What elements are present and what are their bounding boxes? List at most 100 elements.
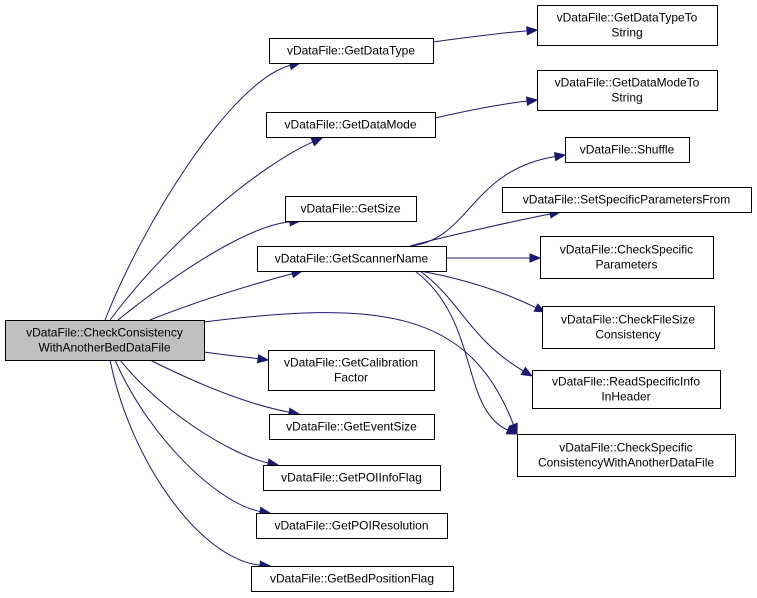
node-getDataType[interactable]: vDataFile::GetDataType (269, 38, 434, 64)
arrow-head (310, 137, 324, 147)
edge-line (104, 64, 292, 321)
arrow-head (526, 26, 539, 36)
arrow-head (553, 151, 567, 162)
edge-getScannerName-to-checkSpecificParams (445, 253, 542, 263)
node-label-line: vDataFile::SetSpecificParametersFrom (523, 193, 730, 207)
edge-line (203, 312, 515, 426)
edge-root-to-getPOIResolution (114, 359, 272, 517)
node-label-line: InHeader (601, 390, 650, 404)
node-box (268, 350, 435, 391)
node-label-line: vDataFile::CheckFileSize (561, 313, 695, 327)
edge-line (149, 272, 294, 321)
node-label-line: vDataFile::Shuffle (580, 143, 675, 157)
edge-line (109, 141, 314, 321)
edge-root-to-getDataMode (109, 137, 324, 321)
node-getBedPositionFlag[interactable]: vDataFile::GetBedPositionFlag (251, 566, 454, 592)
node-label-line: String (611, 91, 642, 105)
edge-line (432, 30, 529, 43)
edge-line (109, 359, 262, 566)
node-box (502, 187, 752, 213)
node-box (542, 306, 715, 349)
node-label-line: vDataFile::GetDataTypeTo (557, 11, 698, 25)
node-box (517, 434, 736, 477)
arrow-head (529, 253, 542, 263)
node-box (251, 566, 454, 592)
edge-line (119, 359, 270, 464)
node-label-line: vDataFile::GetEventSize (286, 420, 417, 434)
node-label-line: vDataFile::CheckConsistency (26, 326, 183, 340)
edge-getScannerName-to-readSpecificInfo (419, 270, 534, 377)
node-box (565, 137, 690, 163)
edge-root-to-getScannerName (149, 269, 304, 321)
node-label-line: String (611, 26, 642, 40)
node-label-line: vDataFile::GetDataModeTo (555, 76, 700, 90)
edge-root-to-getCalibration (203, 351, 270, 364)
node-box (269, 38, 434, 64)
node-box (5, 320, 205, 361)
node-checkSpecificConsistency[interactable]: vDataFile::CheckSpecificConsistencyWithA… (517, 434, 736, 477)
edge-getDataType-to-getDataTypeToString (432, 26, 539, 43)
node-box (537, 5, 718, 46)
node-box (540, 236, 714, 279)
node-label-line: ConsistencyWithAnotherDataFile (538, 456, 714, 470)
node-label-line: vDataFile::ReadSpecificInfo (552, 375, 700, 389)
node-getSize[interactable]: vDataFile::GetSize (285, 196, 417, 222)
edge-line (149, 359, 291, 413)
node-root[interactable]: vDataFile::CheckConsistencyWithAnotherBe… (5, 320, 205, 361)
edge-line (117, 221, 292, 321)
node-label-line: vDataFile::GetCalibration (284, 356, 418, 370)
node-label-line: Consistency (595, 328, 660, 342)
node-box (266, 112, 436, 138)
node-shuffle[interactable]: vDataFile::Shuffle (565, 137, 690, 163)
node-label-line: vDataFile::GetPOIResolution (274, 519, 428, 533)
node-label-line: vDataFile::GetPOIInfoFlag (281, 471, 422, 485)
node-label-line: vDataFile::CheckSpecific (559, 441, 692, 455)
node-label-line: vDataFile::GetDataMode (284, 118, 416, 132)
node-box (269, 414, 435, 440)
node-label-line: Parameters (595, 258, 657, 272)
node-label-line: vDataFile::GetDataType (287, 44, 415, 58)
node-label-line: WithAnotherBedDataFile (38, 341, 170, 355)
node-box (256, 513, 448, 539)
node-label-line: vDataFile::CheckSpecific (560, 243, 693, 257)
edge-root-to-getDataType (104, 60, 302, 321)
node-box (257, 246, 447, 272)
edge-line (414, 270, 509, 431)
arrow-head (505, 425, 519, 435)
node-label-line: vDataFile::GetScannerName (275, 252, 429, 266)
node-label-line: Factor (334, 371, 368, 385)
node-getDataMode[interactable]: vDataFile::GetDataMode (266, 112, 436, 138)
edge-getScannerName-to-setSpecificParams (409, 209, 562, 247)
node-label-line: vDataFile::GetSize (300, 202, 400, 216)
node-label-line: vDataFile::GetBedPositionFlag (270, 572, 434, 586)
node-getPOIResolution[interactable]: vDataFile::GetPOIResolution (256, 513, 448, 539)
edge-getScannerName-to-checkFileSize (419, 270, 547, 313)
edge-getDataMode-to-getDataModeToString (434, 96, 539, 119)
nodes-layer: vDataFile::CheckConsistencyWithAnotherBe… (5, 5, 752, 592)
edge-getScannerName-to-checkSpecificConsistency (414, 270, 519, 435)
node-getScannerName[interactable]: vDataFile::GetScannerName (257, 246, 447, 272)
edge-line (434, 100, 529, 119)
node-setSpecificParams[interactable]: vDataFile::SetSpecificParametersFrom (502, 187, 752, 213)
edge-root-to-getPOIInfoFlag (119, 359, 280, 468)
node-box (263, 465, 441, 491)
edge-line (203, 351, 260, 360)
edge-line (419, 270, 538, 309)
node-getPOIInfoFlag[interactable]: vDataFile::GetPOIInfoFlag (263, 465, 441, 491)
node-getEventSize[interactable]: vDataFile::GetEventSize (269, 414, 435, 440)
arrow-head (526, 96, 539, 106)
edge-line (114, 359, 262, 513)
node-box (285, 196, 417, 222)
node-box (532, 370, 721, 409)
arrow-head (256, 353, 270, 364)
edge-line (409, 213, 552, 247)
node-box (537, 70, 718, 111)
edge-line (419, 270, 525, 372)
